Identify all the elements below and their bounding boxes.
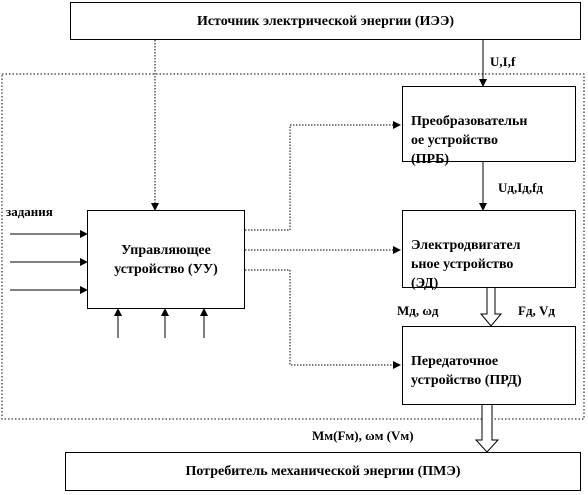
control-box-label: Управляющее устройство (УУ) [114,242,218,277]
label-motor-torque: Mд, ωд [397,303,439,318]
hollow-arrow-transmission-to-consumer [474,405,500,453]
converter-box: Преобразовательн ое устройство (ПРБ) [402,86,576,167]
motor-box: Электродвигател ьное устройство (ЭД) [402,210,576,291]
converter-box-label: Преобразовательн ое устройство (ПРБ) [411,114,528,167]
arrow-control-to-converter [245,121,401,231]
source-box-label: Источник электрической энергии (ИЭЭ) [196,13,455,29]
system-boundary [1,73,585,420]
consumer-box: Потребитель механической энергии (ПМЭ) [65,452,581,491]
motor-box-label: Электродвигател ьное устройство (ЭД) [411,238,521,291]
arrow-control-to-transmission [245,269,401,369]
label-converter-output: Uд,Iд,fд [498,180,544,195]
hollow-arrow-motor-to-transmission [479,288,503,327]
consumer-box-label: Потребитель механической энергии (ПМЭ) [185,464,461,479]
label-inputs: задания [6,204,53,219]
source-box: Источник электрической энергии (ИЭЭ) [70,2,581,40]
control-box: Управляющее устройство (УУ) [87,210,245,309]
label-motor-force: Fд, Vд [518,303,555,318]
label-transmission-output: Mм(Fм), ωм (Vм) [312,428,414,443]
label-source-output: U,I,f [490,54,516,69]
transmission-box-label: Передаточное устройство (ПРД) [411,354,522,388]
transmission-box: Передаточное устройство (ПРД) [402,326,576,405]
